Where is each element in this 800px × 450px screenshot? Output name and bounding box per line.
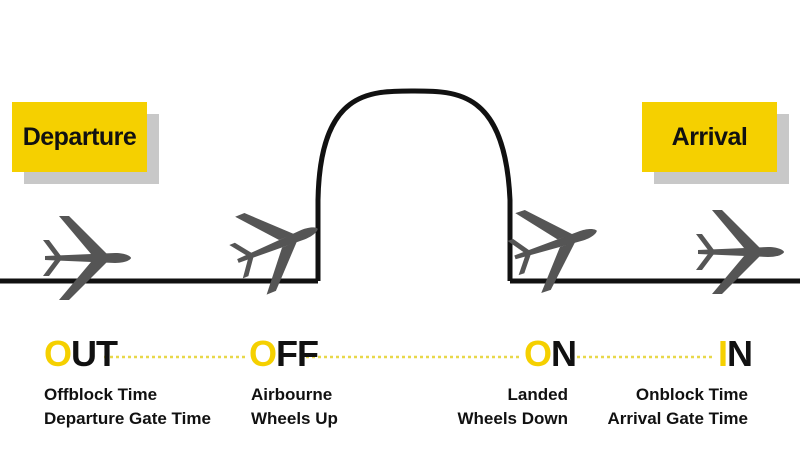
- stage-code-rest: FF: [276, 333, 319, 374]
- airplane-icon: [43, 216, 131, 300]
- stage-description-line: Onblock Time: [635, 385, 748, 404]
- flight-arc: [315, 88, 513, 281]
- stage-description-line: Departure Gate Time: [44, 409, 211, 428]
- departure-label: Departure: [12, 102, 147, 172]
- stage-description-out: Offblock Time Departure Gate Time: [44, 383, 211, 431]
- stage-code-initial: I: [718, 333, 728, 374]
- stage-description-on: Landed Wheels Down: [457, 383, 568, 431]
- stage-code-initial: O: [44, 333, 72, 374]
- stage-description-line: Landed: [507, 385, 568, 404]
- stage-description-line: Offblock Time: [44, 385, 158, 404]
- arrival-tag: Arrival: [642, 102, 789, 184]
- stage-description-line: Wheels Up: [251, 409, 338, 428]
- stage-code-rest: UT: [71, 333, 118, 374]
- stage-code-rest: N: [551, 333, 577, 374]
- stage-description-off: Airbourne Wheels Up: [251, 383, 338, 431]
- stage-code-in: IN: [718, 333, 753, 374]
- stage-code-on: ON: [524, 333, 577, 374]
- departure-tag: Departure: [12, 102, 159, 184]
- stage-code-rest: N: [727, 333, 753, 374]
- stage-description-in: Onblock Time Arrival Gate Time: [608, 383, 748, 431]
- stage-code-initial: O: [524, 333, 552, 374]
- stage-description-line: Arrival Gate Time: [607, 409, 748, 428]
- stage-description-line: Wheels Down: [457, 409, 568, 428]
- stage-code-initial: O: [249, 333, 277, 374]
- arrival-label: Arrival: [642, 102, 777, 172]
- stage-code-out: OUT: [44, 333, 118, 374]
- stage-description-line: Airbourne: [251, 385, 333, 404]
- stage-code-off: OFF: [249, 333, 319, 374]
